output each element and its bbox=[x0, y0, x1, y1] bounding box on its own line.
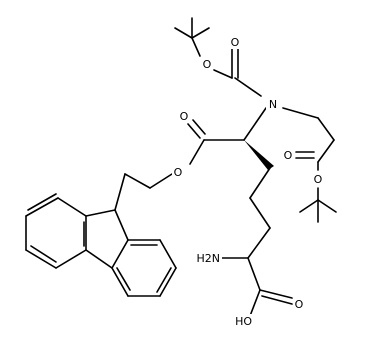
atom-o: O bbox=[312, 172, 324, 186]
bond bbox=[317, 199, 337, 213]
bond bbox=[111, 267, 129, 297]
bond bbox=[156, 267, 172, 293]
bond bbox=[25, 249, 57, 269]
bond bbox=[247, 227, 271, 259]
bond bbox=[213, 69, 233, 79]
bonds bbox=[25, 17, 337, 317]
bond bbox=[243, 107, 267, 141]
atom-o: O bbox=[201, 57, 213, 71]
atom-oh: HO bbox=[230, 314, 254, 328]
svg-text:HO: HO bbox=[235, 315, 252, 328]
bond bbox=[234, 77, 262, 97]
bond bbox=[85, 209, 116, 217]
bond bbox=[55, 249, 87, 269]
bond bbox=[159, 239, 177, 269]
bond bbox=[317, 117, 335, 141]
bond bbox=[249, 289, 261, 317]
bond bbox=[247, 257, 261, 291]
bond bbox=[85, 249, 113, 269]
bond bbox=[116, 267, 131, 291]
bond bbox=[57, 197, 87, 217]
svg-text:N: N bbox=[269, 98, 277, 111]
bond bbox=[192, 119, 206, 135]
bond bbox=[114, 209, 129, 241]
bond bbox=[25, 197, 59, 217]
bond bbox=[111, 239, 129, 269]
svg-text:O: O bbox=[231, 36, 240, 49]
atom-n: N bbox=[266, 97, 280, 111]
bond bbox=[282, 107, 319, 119]
atom-labels: O O N O O O O bbox=[172, 35, 324, 328]
bond bbox=[174, 27, 193, 39]
bond bbox=[261, 295, 293, 305]
bond bbox=[124, 173, 151, 189]
svg-text:O: O bbox=[284, 149, 293, 162]
atom-o: O bbox=[172, 165, 184, 179]
bond bbox=[191, 37, 201, 57]
wedge-bond bbox=[244, 140, 274, 170]
svg-text:O: O bbox=[174, 166, 183, 179]
bond bbox=[249, 167, 271, 199]
bond bbox=[114, 173, 126, 211]
svg-text:O: O bbox=[203, 58, 212, 71]
bond bbox=[189, 139, 205, 165]
bond bbox=[159, 267, 177, 297]
svg-text:H2N: H2N bbox=[197, 252, 221, 265]
atom-nh2: H2N bbox=[196, 251, 222, 265]
bond bbox=[187, 123, 201, 139]
svg-text:O: O bbox=[314, 173, 323, 186]
atom-o: O bbox=[293, 297, 305, 311]
bond bbox=[317, 139, 335, 163]
atom-o: O bbox=[229, 35, 241, 49]
atom-o: O bbox=[282, 148, 294, 162]
bond bbox=[299, 199, 319, 213]
bond bbox=[27, 193, 57, 211]
bond bbox=[149, 173, 173, 189]
bond bbox=[259, 289, 293, 299]
svg-text:O: O bbox=[295, 298, 304, 311]
bond bbox=[30, 245, 57, 263]
svg-text:O: O bbox=[180, 110, 189, 123]
bond bbox=[191, 27, 210, 39]
atom-o: O bbox=[178, 109, 190, 123]
bond bbox=[249, 197, 271, 229]
